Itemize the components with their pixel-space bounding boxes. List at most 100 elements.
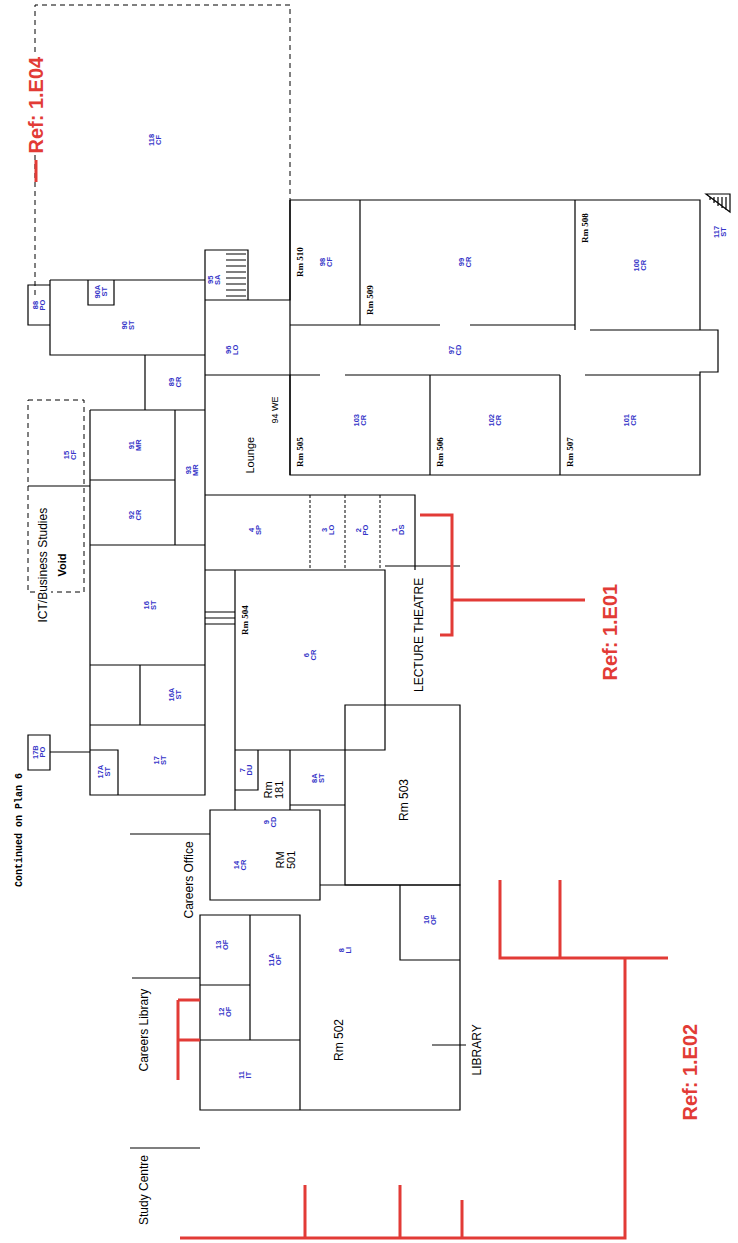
- room-label: 117 ST: [711, 223, 730, 241]
- area-label: Void: [56, 552, 69, 577]
- room-name: Rm 504: [240, 604, 250, 636]
- room-code: 17 ST: [153, 754, 168, 766]
- room-code: 90 ST: [121, 319, 136, 331]
- room-name: Rm 506: [435, 436, 445, 468]
- room-label: Rm 504 6 CR: [238, 602, 320, 664]
- room-code: 118 CF: [148, 133, 163, 147]
- area-label: Careers Office: [183, 840, 197, 919]
- room-label: 91 MR: [126, 436, 145, 454]
- room-label: Rm 507 101 CR: [563, 411, 640, 471]
- room-code: 13 OF: [215, 939, 230, 951]
- stair-symbol: [205, 254, 246, 624]
- room-label: 90A ST: [92, 283, 111, 302]
- room-code: 3 LO: [321, 524, 336, 536]
- room-name: RM 501: [275, 850, 298, 870]
- room-code: 9 CD: [263, 816, 278, 829]
- room-label: 17 ST: [151, 752, 170, 768]
- room-label: 8A ST: [309, 770, 328, 786]
- room-code: 88 PO: [32, 299, 47, 312]
- room-code: 102 CR: [488, 413, 503, 428]
- room-label: 13 OF: [213, 937, 232, 953]
- room-label: 96 LO: [223, 342, 242, 358]
- room-code: 14 CR: [233, 859, 248, 872]
- room-label: Rm 505 103 CR: [293, 411, 370, 471]
- room-label: Rm 508100 CR: [578, 210, 650, 275]
- room-label: 7 DU: [237, 762, 256, 779]
- dashed-partition: [310, 495, 380, 570]
- room-code: 93 MR: [185, 463, 200, 477]
- room-code: 16 ST: [143, 599, 158, 611]
- plan-note: Continued on Plan 6: [14, 772, 26, 888]
- room-code: 117 ST: [713, 225, 728, 239]
- stair-symbol: [706, 194, 730, 212]
- room-code: 96 LO: [225, 344, 240, 356]
- area-label: LIBRARY: [471, 1023, 485, 1076]
- room-label: 15 CF: [61, 447, 80, 463]
- room-label: 4 SP: [246, 522, 265, 538]
- room-code: 103 CR: [353, 413, 368, 428]
- room-label: 89 CR: [166, 374, 185, 391]
- room-label: 11 IT: [236, 1068, 255, 1082]
- room-code: 8A ST: [311, 772, 326, 784]
- room-code: 12 OF: [218, 1006, 233, 1018]
- room-code: 8 LI: [338, 946, 353, 955]
- room-code: 101 CR: [623, 413, 638, 428]
- room-label: 93 MR: [183, 461, 202, 479]
- room-code: 89 CR: [168, 376, 183, 389]
- room-code: 16A ST: [168, 687, 183, 702]
- room-label: 17A ST: [95, 763, 114, 782]
- room-code: 1 DS: [391, 524, 406, 536]
- room-code: 92 CR: [128, 509, 143, 522]
- room-label: 1 DS: [389, 522, 408, 538]
- room-label: 88 PO: [30, 297, 49, 314]
- room-code: 10 OF: [423, 914, 438, 926]
- room-name: Rm 505: [295, 436, 305, 468]
- room-label: 3 LO: [319, 522, 338, 538]
- wall-lines: [205, 495, 460, 900]
- reference-bracket: [420, 515, 585, 635]
- room-label: 97 CD: [446, 342, 465, 359]
- room-code: 99 CR: [458, 256, 473, 269]
- room-label: 11A OF: [266, 951, 285, 970]
- room-code: 15 CF: [63, 449, 78, 461]
- room-label: RM 501 14 CR: [231, 848, 300, 874]
- reference-label: Ref: 1.E01: [599, 583, 621, 682]
- room-label: Rm 506 102 CR: [433, 411, 505, 471]
- reference-label: Ref: 1.E02: [679, 1023, 701, 1122]
- dashed-boundary: [35, 5, 290, 295]
- room-label: 16A ST: [166, 686, 185, 705]
- room-code: 100 CR: [633, 258, 648, 273]
- reference-bracket: [35, 160, 38, 182]
- area-label: ICT/Business Studies: [37, 507, 51, 624]
- wall-lines: [290, 200, 718, 475]
- room-code: 2 PO: [355, 524, 370, 537]
- room-label: 16 ST: [141, 597, 160, 613]
- area-label: Study Centre: [138, 1154, 152, 1226]
- room-label: 92 CR: [126, 507, 145, 524]
- room-label: Rm 51098 CF: [293, 244, 336, 280]
- room-name: Rm 502: [333, 1018, 347, 1062]
- room-label: Rm 502 8 LI: [331, 944, 355, 1065]
- room-code: 95 SA: [207, 274, 222, 286]
- room-label: Rm 50999 CR: [363, 254, 475, 319]
- reference-label: Ref: 1.E04: [25, 56, 47, 155]
- room-code: 7 DU: [239, 764, 254, 777]
- room-name: Lounge: [244, 436, 257, 475]
- room-code: 6 CR: [303, 649, 318, 662]
- room-code: 4 SP: [248, 524, 263, 536]
- room-label: Rm 503: [396, 776, 414, 824]
- area-label: Careers Library: [138, 988, 152, 1073]
- room-code: 90A ST: [94, 284, 109, 299]
- room-label: 2 PO: [353, 522, 372, 539]
- room-code: 11A OF: [268, 952, 283, 967]
- room-name: Rm 507: [565, 436, 575, 468]
- room-label: 9 CD: [261, 814, 280, 831]
- room-code: 97 CD: [448, 344, 463, 357]
- room-code: 17B PO: [32, 744, 47, 760]
- room-code: 94 WE: [271, 395, 281, 424]
- room-label: 12 OF: [216, 1004, 235, 1020]
- room-name: Rm 510: [295, 246, 305, 278]
